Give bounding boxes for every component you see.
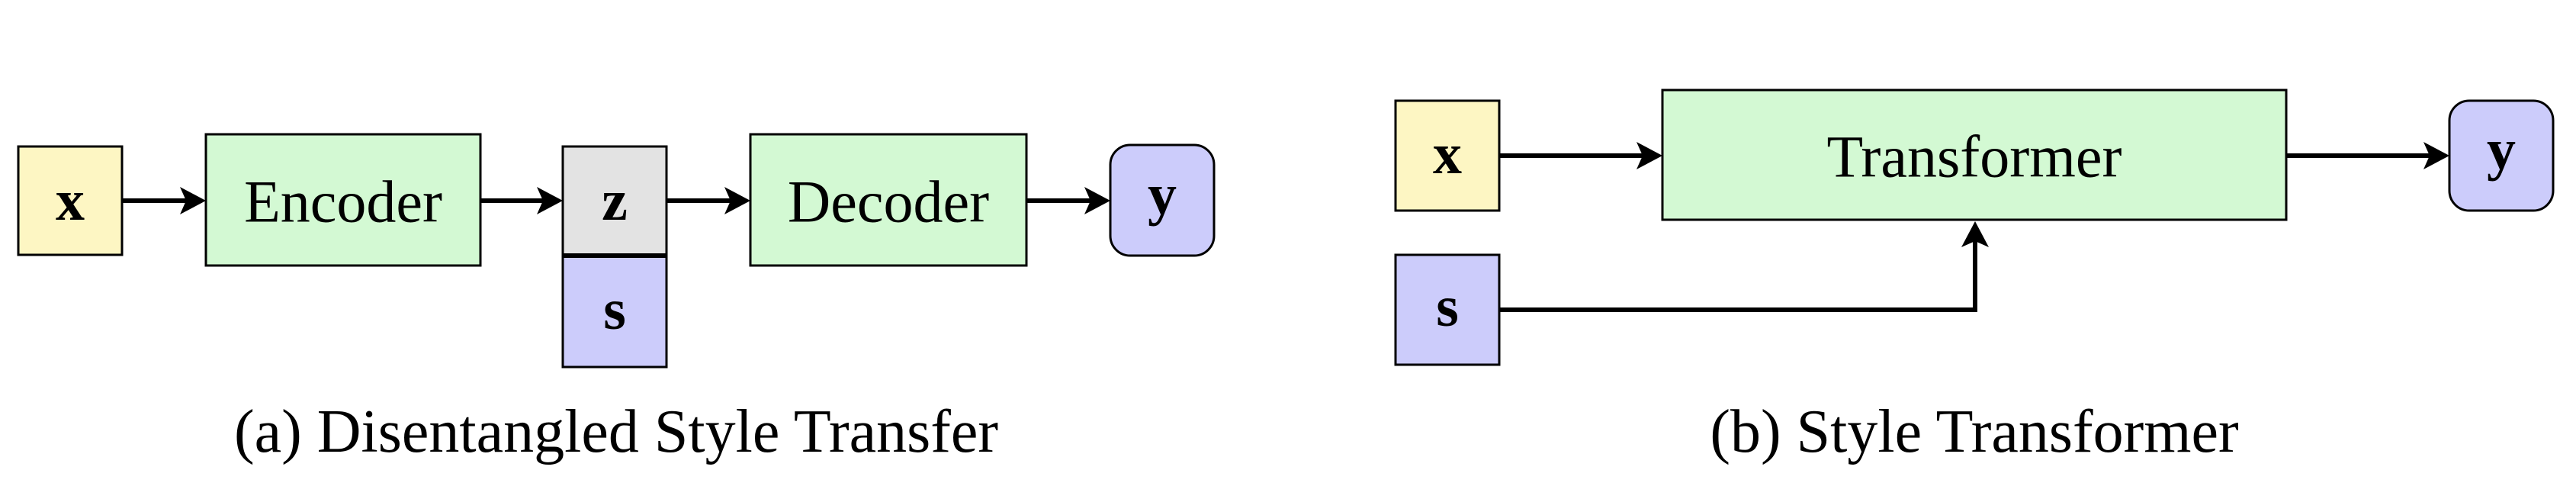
panel-b-input-box: [1394, 99, 1501, 212]
panel-a-input-label: x: [56, 169, 85, 233]
panel-b: x Transformer y s: [1394, 89, 2555, 465]
panel-b-edge-transformer-output: [2286, 142, 2449, 169]
panel-a-output-node: y: [1109, 143, 1216, 257]
panel-a-latent-box: [561, 145, 668, 257]
panel-b-input-label: x: [1433, 122, 1462, 186]
panel-b-input-node: x: [1394, 99, 1501, 212]
panel-a-latent-label: z: [602, 169, 628, 233]
panel-b-transformer-box: [1661, 89, 2288, 221]
panel-a-decoder-node: Decoder: [749, 133, 1028, 267]
panel-a-encoder-box: [204, 133, 482, 267]
panel-a-encoder-label: Encoder: [244, 169, 442, 235]
panel-b-caption: (b) Style Transformer: [1710, 398, 2238, 465]
panel-b-edge-input-transformer: [1499, 142, 1662, 169]
panel-a-input-node: x: [17, 145, 124, 256]
panel-a-edge-decoder-output: [1026, 187, 1110, 214]
panel-a-output-label: y: [1148, 163, 1177, 227]
panel-a-edge-latent-decoder: [666, 187, 750, 214]
panel-b-output-box: [2448, 99, 2555, 212]
panel-a-caption: (a) Disentangled Style Transfer: [234, 398, 998, 465]
panel-b-transformer-label: Transformer: [1826, 124, 2122, 190]
panel-a: x Encoder z s: [17, 133, 1216, 465]
panel-a-output-box: [1109, 143, 1216, 257]
panel-b-output-node: y: [2448, 99, 2555, 212]
panel-a-latent-node: z: [561, 145, 668, 257]
panel-a-style-label: s: [603, 278, 626, 342]
panel-a-input-box: [17, 145, 124, 256]
panel-b-output-label: y: [2487, 118, 2516, 182]
panel-a-edge-input-encoder: [122, 187, 206, 214]
panel-a-edge-encoder-latent: [480, 187, 563, 214]
panel-a-style-node: s: [561, 253, 668, 369]
panel-a-decoder-label: Decoder: [788, 169, 989, 235]
panel-b-style-node: s: [1394, 253, 1501, 366]
panel-b-edge-style-transformer: [1499, 221, 1989, 312]
panel-b-style-label: s: [1436, 275, 1459, 339]
panel-a-encoder-node: Encoder: [204, 133, 482, 267]
panel-b-transformer-node: Transformer: [1661, 89, 2288, 221]
panel-a-decoder-box: [749, 133, 1028, 267]
panel-a-style-box: [561, 254, 668, 369]
